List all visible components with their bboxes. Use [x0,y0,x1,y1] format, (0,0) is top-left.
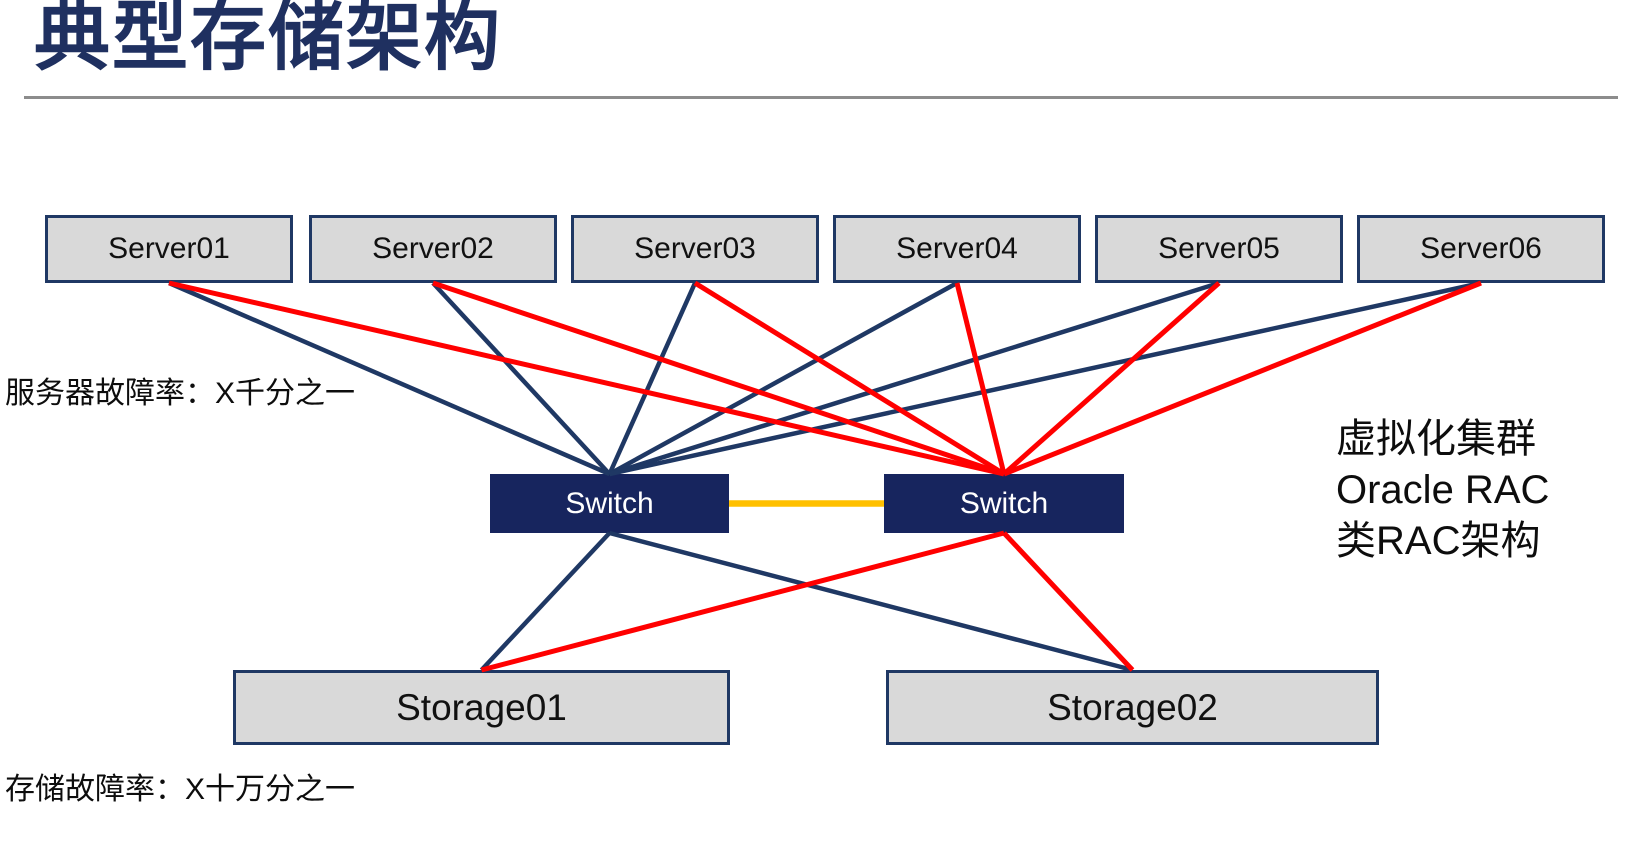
node-switch-right: Switch [884,474,1124,533]
node-server03: Server03 [571,215,819,283]
title-divider [24,96,1618,99]
node-server01: Server01 [45,215,293,283]
page-title: 典型存储架构 [34,0,502,80]
storage-failure-rate-label: 存储故障率：X十万分之一 [5,773,356,806]
node-label-server06: Server06 [1420,232,1542,265]
node-label-server02: Server02 [372,232,494,265]
side-note-line-3: 类RAC架构 [1336,519,1541,563]
node-switch-left: Switch [490,474,729,533]
node-label-server05: Server05 [1158,232,1280,265]
node-label-server03: Server03 [634,232,756,265]
node-server04: Server04 [833,215,1081,283]
node-label-switch-right: Switch [959,486,1049,520]
node-label-switch-left: Switch [565,486,654,520]
node-server05: Server05 [1095,215,1343,283]
node-server06: Server06 [1357,215,1605,283]
node-server02: Server02 [309,215,557,283]
node-label-server01: Server01 [108,232,230,265]
node-label-storage01: Storage01 [396,686,567,728]
node-storage01: Storage01 [233,670,730,745]
node-label-server04: Server04 [896,232,1018,265]
node-storage02: Storage02 [886,670,1379,745]
node-label-storage02: Storage02 [1047,686,1218,728]
